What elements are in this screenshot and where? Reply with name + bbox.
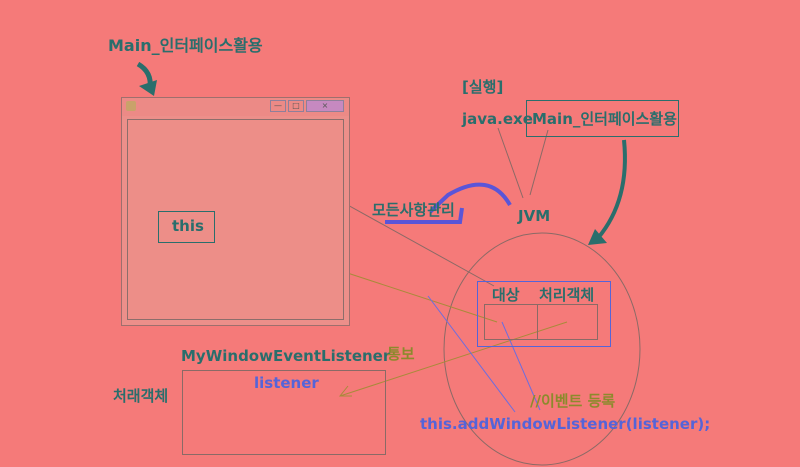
- add-window-listener-code: this.addWindowListener(listener);: [420, 415, 711, 433]
- listener-class-label: MyWindowEventListener: [181, 347, 391, 365]
- target-slot: [484, 304, 538, 340]
- run-label: [실행]: [462, 78, 504, 96]
- window-titlebar: — □ ×: [122, 98, 349, 116]
- main-class-label: Main_인터페이스활용: [532, 110, 677, 128]
- listener-object-box: [182, 370, 386, 455]
- event-registry-box: [477, 281, 611, 347]
- maximize-button[interactable]: □: [288, 100, 304, 112]
- minimize-button[interactable]: —: [270, 100, 286, 112]
- arrow-main-to-jvm: [596, 139, 627, 240]
- listener-var-label: listener: [254, 374, 319, 392]
- this-label: this: [172, 217, 204, 235]
- jvm-label: JVM: [518, 207, 551, 225]
- window-content-area: [127, 119, 344, 320]
- close-button[interactable]: ×: [306, 100, 344, 112]
- java-exe-label: java.exe: [462, 110, 533, 128]
- handler-slot: [537, 304, 598, 340]
- java-app-icon: [126, 101, 136, 111]
- line-mainbox-jvm: [529, 129, 549, 196]
- arrowhead-main-to-jvm: [588, 229, 607, 245]
- manage-all-label: 모든사항관리: [372, 201, 455, 219]
- arrow-main-to-window: [136, 61, 153, 89]
- line-javaexe-jvm: [497, 127, 524, 199]
- notify-label: 통보: [387, 345, 415, 363]
- event-register-comment: //이벤트 등록: [530, 392, 616, 410]
- handler-label: 처리객체: [539, 286, 595, 304]
- java-window: — □ ×: [121, 97, 350, 326]
- main-class-box: [526, 100, 679, 137]
- handler-object-label: 처래객체: [113, 387, 169, 405]
- arrowhead-main-to-window: [139, 80, 157, 96]
- target-label: 대상: [492, 286, 520, 304]
- this-box: [158, 211, 215, 243]
- main-title-label: Main_인터페이스활용: [108, 36, 263, 55]
